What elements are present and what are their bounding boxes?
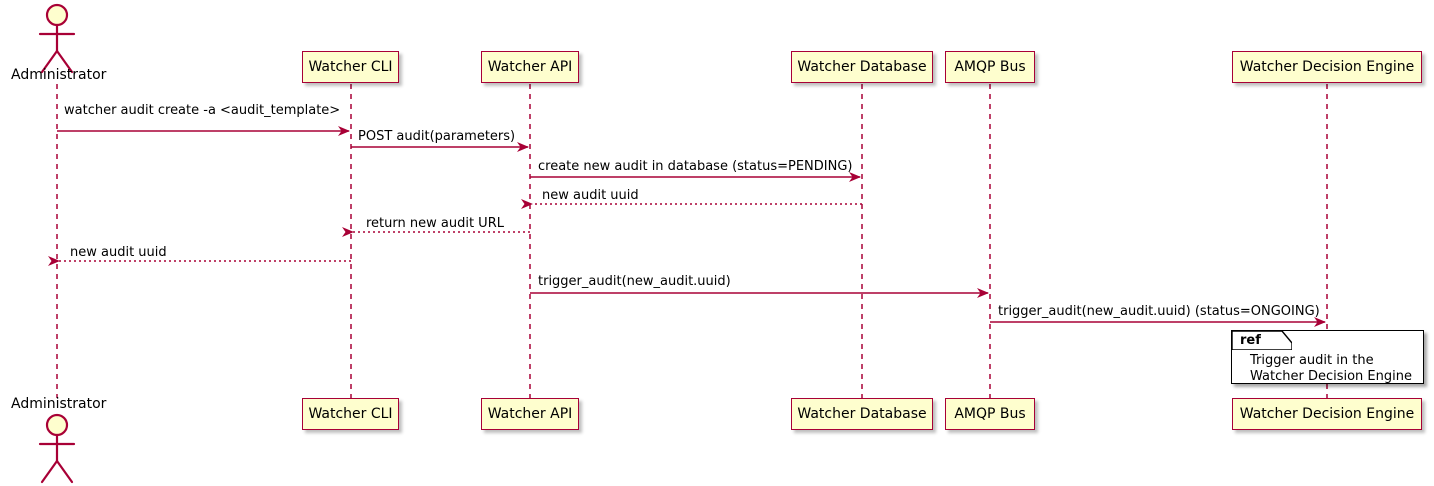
- message-new-audit-uuid-to-api-label: new audit uuid: [542, 188, 639, 203]
- participant-label-watcher-database: Watcher Database: [797, 59, 927, 75]
- participant-label-watcher-database: Watcher Database: [797, 406, 927, 422]
- participant-label-amqp-bus: AMQP Bus: [954, 406, 1026, 422]
- participant-box-watcher-decision-engine-top[interactable]: Watcher Decision Engine: [1232, 51, 1422, 83]
- actors-group: [38, 3, 76, 484]
- ref-fragment-trigger-audit-tag-label: ref: [1240, 333, 1261, 348]
- message-return-new-audit-url-label: return new audit URL: [366, 216, 504, 231]
- actor-label-administrator-top: Administrator: [11, 67, 107, 83]
- message-create-new-audit-label: create new audit in database (status=PEN…: [538, 159, 853, 174]
- participant-label-watcher-api: Watcher API: [487, 406, 573, 422]
- actor-label-administrator-bottom: Administrator: [11, 396, 107, 412]
- actor-figure-administrator-bottom: [38, 413, 76, 484]
- actor-figure-administrator: [38, 3, 76, 74]
- participant-box-amqp-bus-bottom[interactable]: AMQP Bus: [945, 398, 1035, 430]
- message-watcher-audit-create-label: watcher audit create -a <audit_template>: [64, 103, 341, 118]
- participant-box-watcher-database-bottom[interactable]: Watcher Database: [791, 398, 933, 430]
- ref-fragment-trigger-audit-body-line: Trigger audit in the: [1250, 353, 1374, 368]
- participant-box-watcher-api-bottom[interactable]: Watcher API: [481, 398, 579, 430]
- participant-label-watcher-cli: Watcher CLI: [308, 406, 393, 422]
- participant-box-amqp-bus-top[interactable]: AMQP Bus: [945, 51, 1035, 83]
- participant-label-watcher-decision-engine: Watcher Decision Engine: [1239, 59, 1415, 75]
- participant-box-watcher-cli-top[interactable]: Watcher CLI: [302, 51, 399, 83]
- message-trigger-audit-bus-label: trigger_audit(new_audit.uuid): [538, 274, 731, 289]
- participant-box-watcher-api-top[interactable]: Watcher API: [481, 51, 579, 83]
- participant-label-watcher-api: Watcher API: [487, 59, 573, 75]
- message-post-audit-label: POST audit(parameters): [358, 129, 516, 144]
- participant-label-amqp-bus: AMQP Bus: [954, 59, 1026, 75]
- participant-label-watcher-cli: Watcher CLI: [308, 59, 393, 75]
- message-trigger-audit-engine-label: trigger_audit(new_audit.uuid) (status=ON…: [998, 304, 1320, 319]
- message-new-audit-uuid-to-admin-label: new audit uuid: [70, 245, 167, 260]
- messages-group: [48, 126, 1326, 327]
- ref-fragment-trigger-audit-body-line: Watcher Decision Engine: [1250, 369, 1412, 384]
- participant-box-watcher-decision-engine-bottom[interactable]: Watcher Decision Engine: [1232, 398, 1422, 430]
- participant-box-watcher-cli-bottom[interactable]: Watcher CLI: [302, 398, 399, 430]
- participant-box-watcher-database-top[interactable]: Watcher Database: [791, 51, 933, 83]
- participant-label-watcher-decision-engine: Watcher Decision Engine: [1239, 406, 1415, 422]
